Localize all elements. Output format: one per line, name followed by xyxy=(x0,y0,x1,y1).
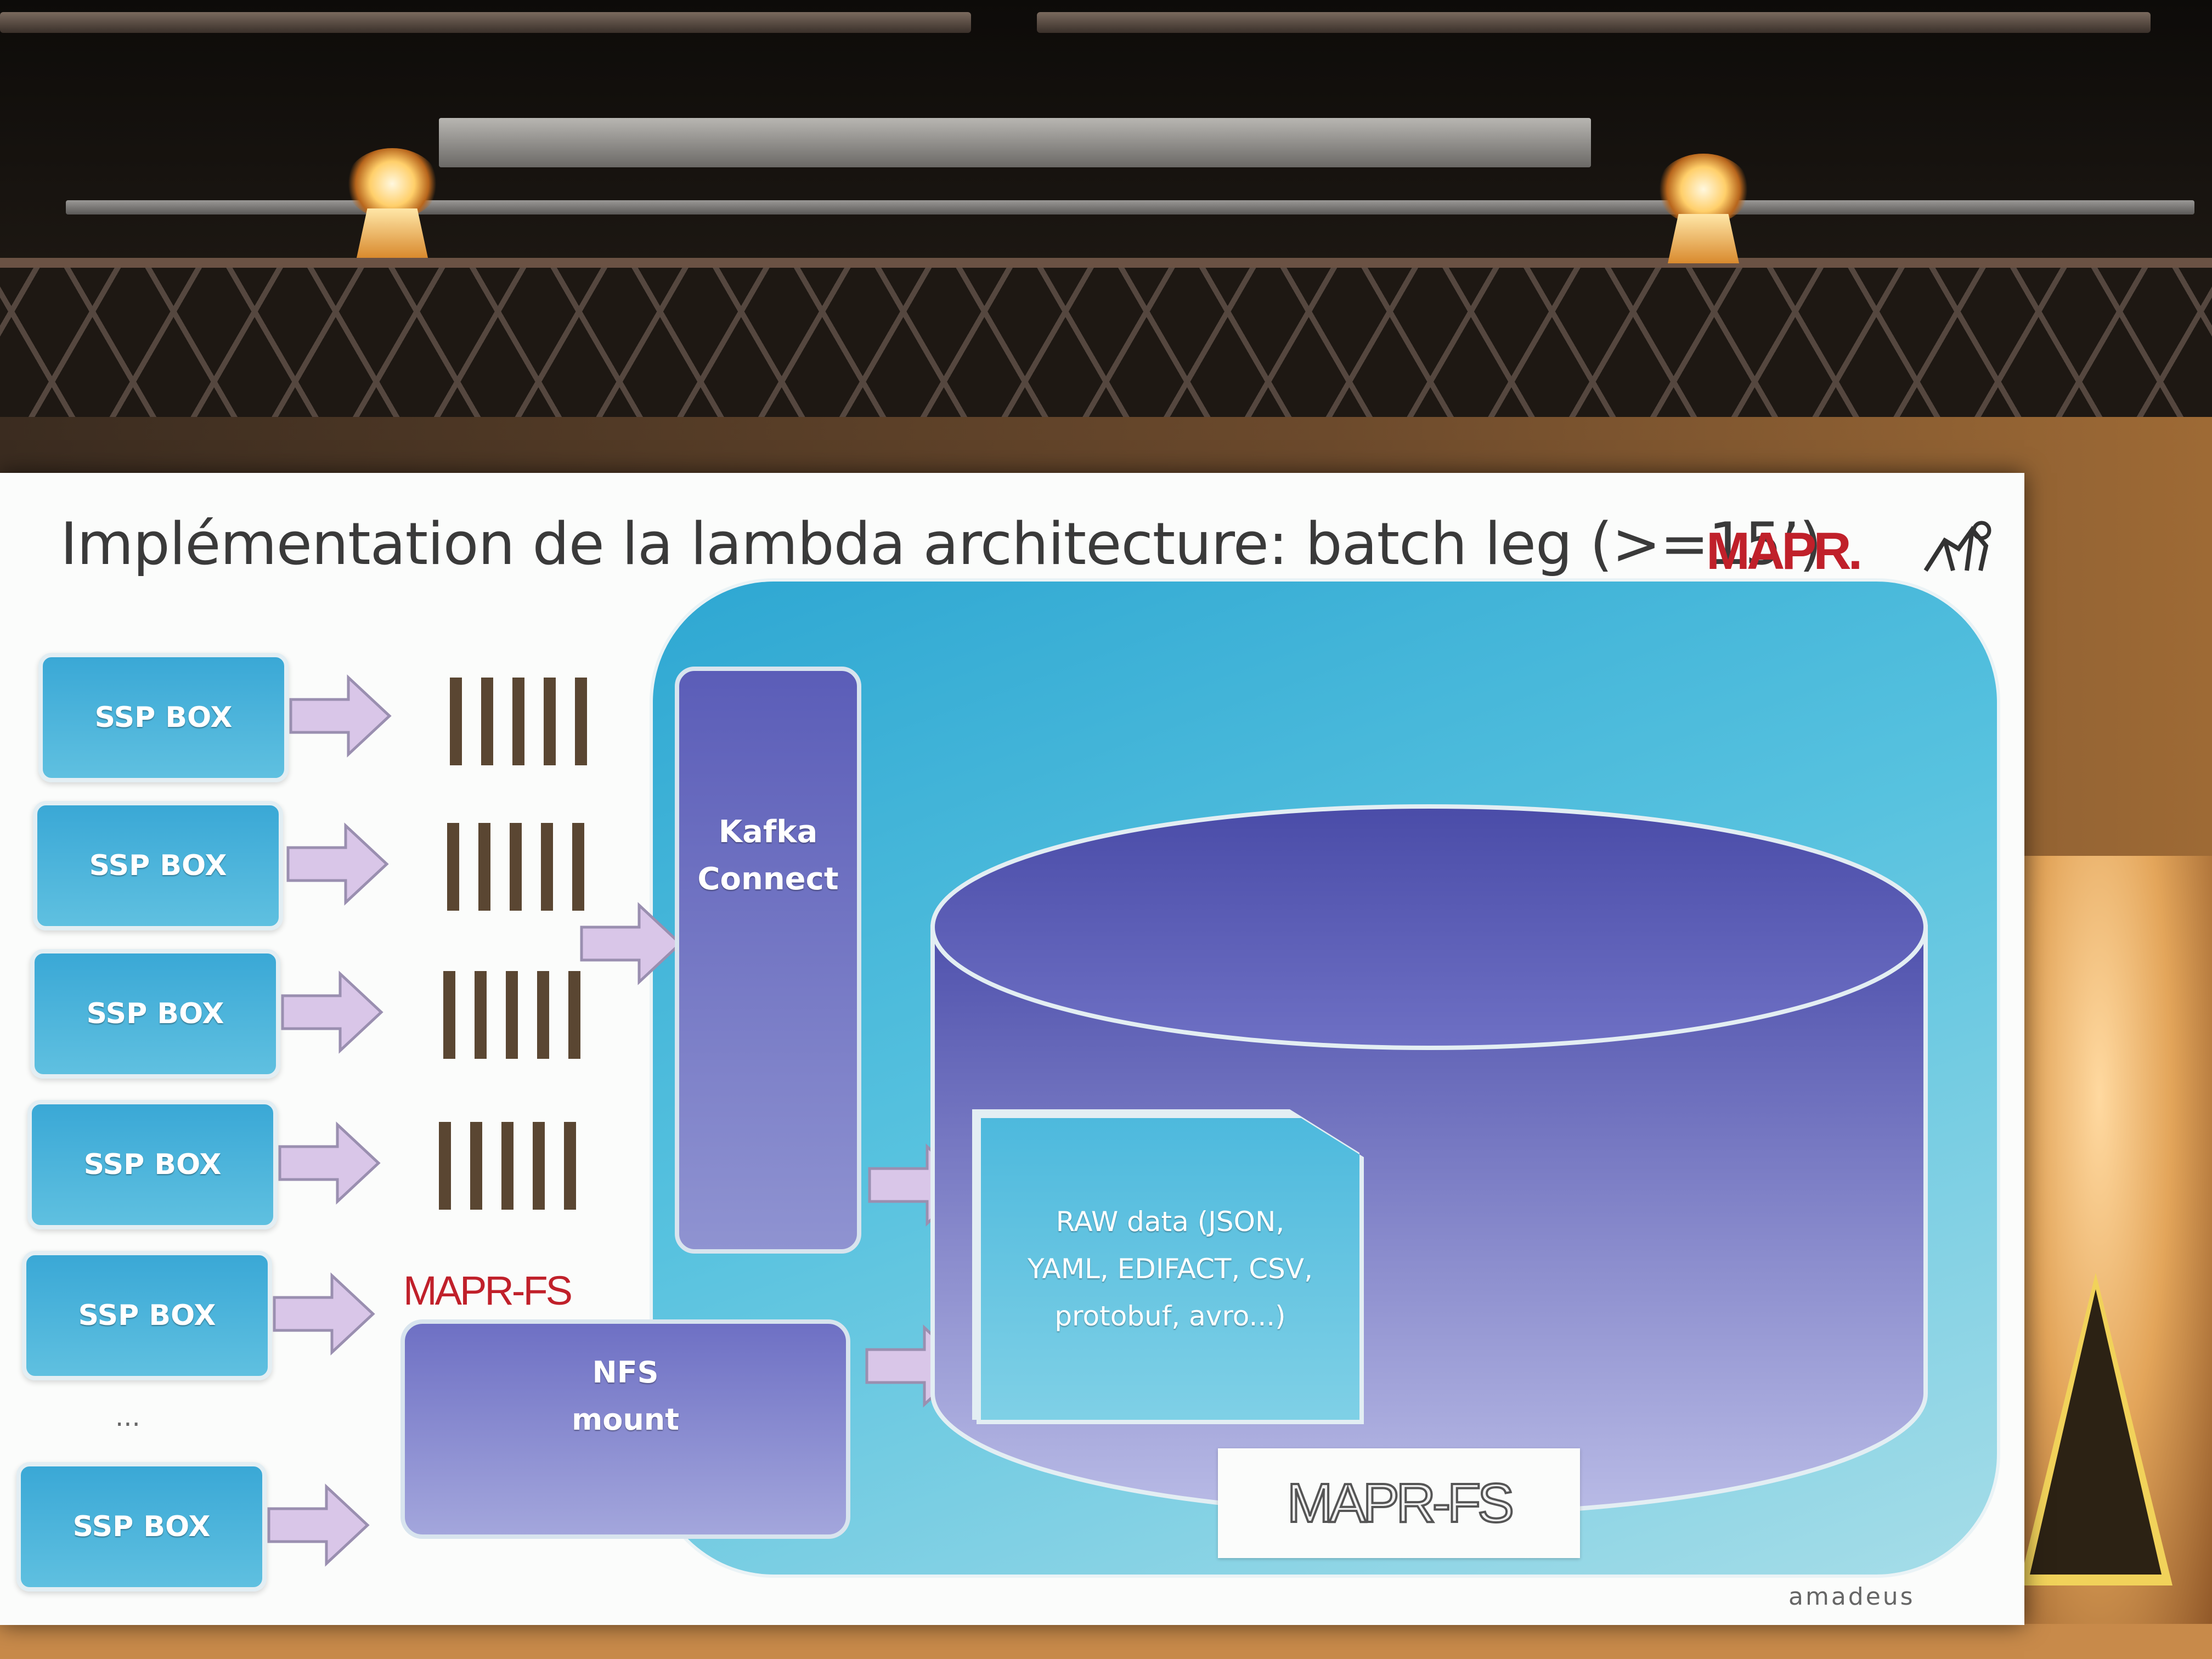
raw-data-box: RAW data (JSON, YAML, EDIFACT, CSV, prot… xyxy=(977,1114,1364,1424)
ssp-box: SSP BOX xyxy=(22,1251,272,1380)
message-queue-icon xyxy=(447,823,584,911)
arrow-right-icon xyxy=(281,970,383,1054)
arrow-right-icon xyxy=(289,674,392,758)
arrow-right-icon xyxy=(267,1483,370,1567)
arrow-right-icon xyxy=(286,822,389,906)
ceiling-pipe xyxy=(1037,12,2151,33)
message-queue-icon xyxy=(443,971,580,1059)
elephant-logo-icon xyxy=(1923,521,1991,572)
message-queue-icon xyxy=(439,1122,576,1210)
ceiling-pipe xyxy=(0,12,971,33)
arrow-right-icon xyxy=(273,1272,375,1356)
lighting-truss xyxy=(0,258,2212,437)
arrow-right-icon xyxy=(580,902,682,985)
ssp-box: SSP BOX xyxy=(16,1462,267,1592)
message-queue-icon xyxy=(450,678,587,765)
spotlight-left xyxy=(346,148,439,258)
ceiling-rail xyxy=(439,118,1591,167)
ssp-box: SSP BOX xyxy=(38,653,289,782)
kafka-connect-box: Kafka Connect xyxy=(675,667,861,1254)
arrow-right-icon xyxy=(278,1121,381,1205)
stage-floor xyxy=(0,1624,2212,1659)
ssp-box: SSP BOX xyxy=(27,1100,278,1229)
ellipsis: ... xyxy=(115,1402,140,1432)
mapr-logo: MAPR. xyxy=(1706,522,1863,580)
ssp-box: SSP BOX xyxy=(30,949,280,1079)
mapr-fs-box: MAPR-FS xyxy=(1218,1448,1580,1558)
amadeus-footer-logo: amadeus xyxy=(1788,1583,1915,1611)
slide-title: Implémentation de la lambda architecture… xyxy=(60,510,1822,578)
ssp-box: SSP BOX xyxy=(33,801,283,930)
mapr-fs-label: MAPR-FS xyxy=(403,1268,573,1313)
spotlight-right xyxy=(1657,154,1750,263)
nfs-mount-box: NFS mount xyxy=(400,1319,850,1539)
